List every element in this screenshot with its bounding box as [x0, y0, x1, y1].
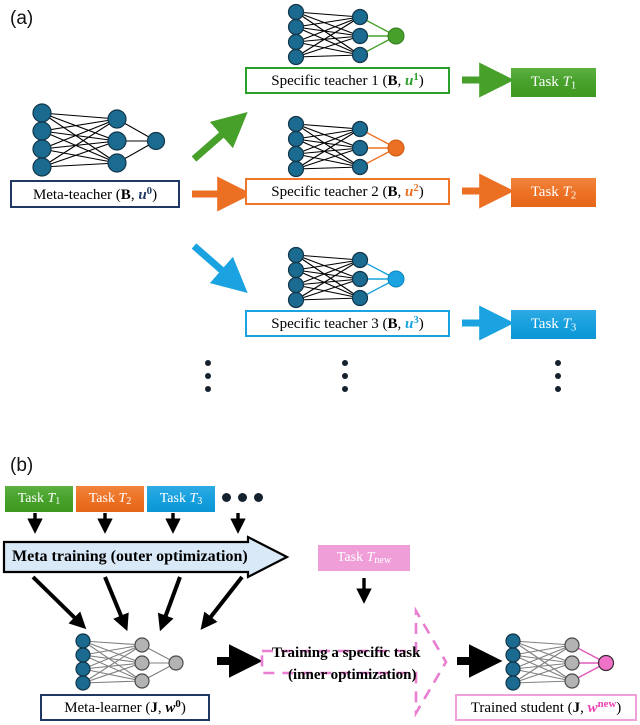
specific-teacher-2-network	[287, 115, 405, 178]
arrow-to-teacher-2	[192, 176, 253, 212]
task-chip-b-1[interactable]: Task T1	[5, 486, 73, 512]
dot	[205, 373, 211, 379]
arrow-teacher2-to-task2	[462, 173, 515, 209]
task-chips-ellipsis	[222, 493, 263, 502]
arrow-tasknew-to-inner	[356, 578, 372, 604]
arrow-inner-to-student	[457, 644, 503, 678]
dot	[555, 386, 561, 392]
specific-teacher-1-label: Specific teacher 1 (B, u1)	[271, 71, 424, 89]
panel-b-label: (b)	[10, 455, 34, 476]
meta-learner-network	[75, 633, 184, 691]
meta-learner-label: Meta-learner (J, w0)	[64, 698, 186, 716]
dot	[222, 493, 231, 502]
task-new-chip[interactable]: Task Tnew	[318, 545, 410, 571]
specific-teacher-3-label: Specific teacher 3 (B, u3)	[271, 314, 424, 332]
arrow-metalearner-to-inner	[217, 644, 263, 678]
arrow-teacher1-to-task1	[462, 62, 515, 98]
task-chip-1[interactable]: Task T1	[511, 68, 596, 97]
dot	[205, 386, 211, 392]
specific-teacher-1-box[interactable]: Specific teacher 1 (B, u1)	[245, 67, 450, 94]
task-3-label: Task T3	[530, 315, 577, 334]
arrow-to-teacher-3	[191, 243, 248, 293]
task-b-3-label: Task T3	[159, 490, 203, 508]
ellipsis-column-right	[555, 360, 561, 392]
specific-teacher-3-network	[287, 246, 405, 309]
task-chip-b-3[interactable]: Task T3	[147, 486, 215, 512]
meta-teacher-box[interactable]: Meta-teacher (B, u0)	[10, 180, 180, 208]
specific-teacher-2-box[interactable]: Specific teacher 2 (B, u2)	[245, 178, 450, 205]
trained-student-box[interactable]: Trained student (J, wnew)	[455, 694, 637, 721]
arrow-teacher3-to-task3	[462, 305, 515, 341]
trained-student-label: Trained student (J, wnew)	[470, 698, 622, 716]
ellipsis-column-middle	[342, 360, 348, 392]
inner-optimization-arrow[interactable]	[258, 603, 450, 721]
task-new-label: Task Tnew	[336, 549, 392, 567]
dot	[254, 493, 263, 502]
task-chip-3[interactable]: Task T3	[511, 310, 596, 339]
specific-teacher-2-label: Specific teacher 2 (B, u2)	[271, 182, 424, 200]
dot	[342, 386, 348, 392]
dot	[555, 360, 561, 366]
task-chip-b-2[interactable]: Task T2	[76, 486, 144, 512]
specific-teacher-1-network	[287, 3, 405, 66]
dot	[205, 360, 211, 366]
dot	[342, 373, 348, 379]
specific-teacher-3-box[interactable]: Specific teacher 3 (B, u3)	[245, 310, 450, 337]
dot	[342, 360, 348, 366]
meta-teacher-label: Meta-teacher (B, u0)	[32, 184, 158, 203]
dot	[555, 373, 561, 379]
arrows-banner-to-metalearner	[31, 575, 244, 632]
task-1-label: Task T1	[530, 73, 577, 92]
meta-learner-box[interactable]: Meta-learner (J, w0)	[40, 694, 210, 721]
ellipsis-column-left	[205, 360, 211, 392]
task-b-1-label: Task T1	[17, 490, 61, 508]
meta-training-banner[interactable]	[2, 535, 290, 579]
inner-optimization-line1: Training a specific task	[272, 645, 421, 661]
trained-student-network	[505, 633, 615, 691]
task-chip-2[interactable]: Task T2	[511, 178, 596, 207]
dot	[238, 493, 247, 502]
arrows-tasks-to-banner	[27, 513, 246, 534]
inner-optimization-line2: (inner optimization)	[288, 667, 417, 683]
task-2-label: Task T2	[530, 183, 577, 202]
meta-teacher-network	[32, 103, 166, 177]
panel-a-label: (a)	[10, 8, 34, 29]
meta-training-banner-label: Meta training (outer optimization)	[12, 548, 248, 565]
arrow-to-teacher-1	[191, 112, 248, 162]
task-b-2-label: Task T2	[88, 490, 132, 508]
